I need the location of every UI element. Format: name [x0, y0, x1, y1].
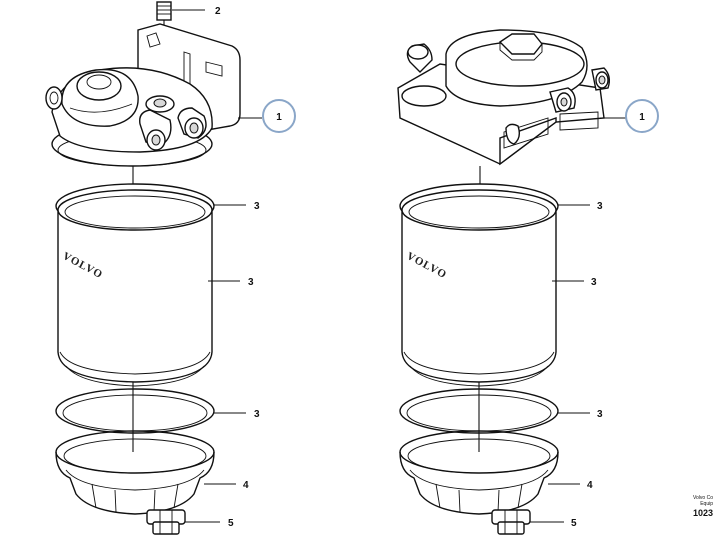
right-filter-head	[397, 29, 611, 166]
left-callout-2: 2	[215, 6, 221, 17]
left-callout-3-top: 3	[254, 201, 260, 212]
right-callout-3-cartridge: 3	[591, 277, 597, 288]
left-lower-seal-ring	[55, 388, 215, 434]
footer-line-2: Equip	[700, 501, 713, 507]
left-drain-plug	[146, 509, 186, 535]
footer-figure-number: 1023	[692, 508, 713, 518]
left-filter-cartridge: VOLVO	[57, 189, 213, 387]
left-callout-4: 4	[243, 480, 249, 491]
right-water-bowl	[399, 430, 559, 515]
right-callout-3-top: 3	[597, 201, 603, 212]
right-filter-cartridge: VOLVO	[401, 189, 557, 387]
left-callout-3-lower: 3	[254, 409, 260, 420]
right-callout-1-ring	[625, 99, 659, 133]
left-callout-3-cartridge: 3	[248, 277, 254, 288]
right-callout-4: 4	[587, 480, 593, 491]
left-callout-1: 1	[276, 112, 282, 123]
left-callout-1-ring	[262, 99, 296, 133]
right-drain-plug	[491, 509, 531, 535]
left-callouts: 2 1 3 3 3 4 5	[172, 6, 296, 529]
right-assembly: VOLVO	[397, 29, 659, 535]
left-filter-head	[45, 23, 241, 167]
left-assembly: VOLVO 2	[45, 1, 296, 535]
footer-reference: Volvo Co Equip 1023	[686, 495, 713, 519]
left-water-bowl	[55, 430, 215, 515]
right-callout-1: 1	[639, 112, 645, 123]
right-callout-5: 5	[571, 518, 577, 529]
footer-line-1: Volvo Co	[692, 495, 713, 501]
right-callout-3-lower: 3	[597, 409, 603, 420]
right-callouts: 1 3 3 3 4 5	[530, 99, 659, 529]
left-callout-5: 5	[228, 518, 234, 529]
